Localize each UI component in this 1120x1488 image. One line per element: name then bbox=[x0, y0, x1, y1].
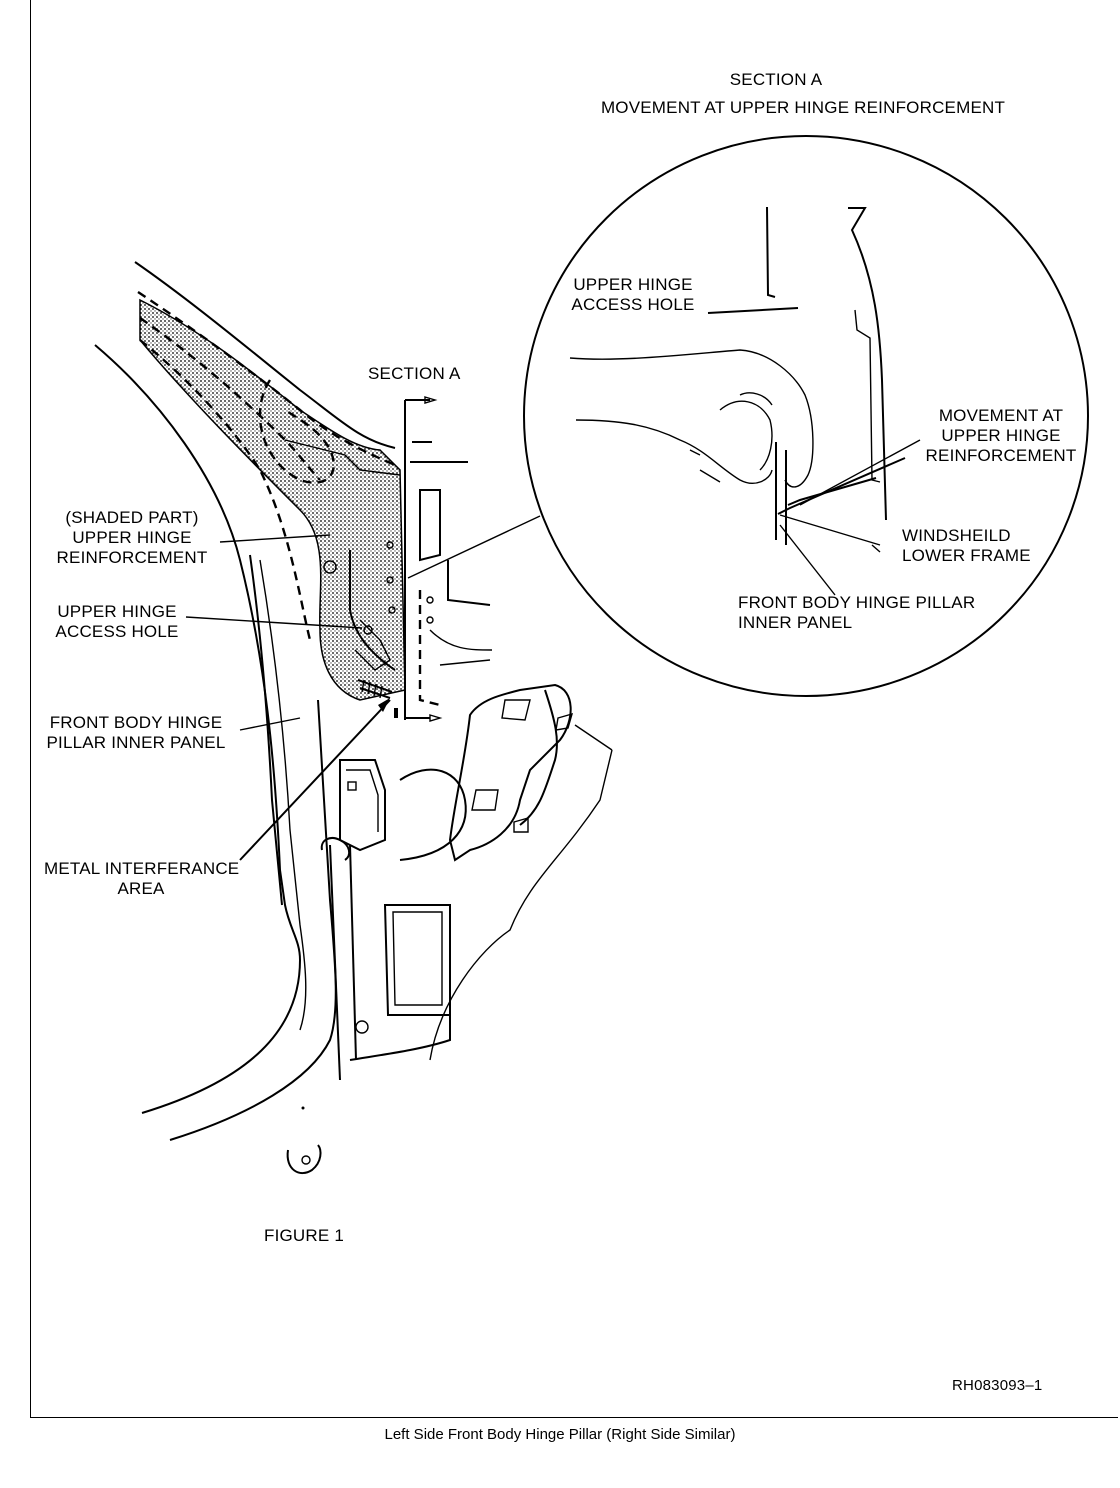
reference-code: RH083093–1 bbox=[952, 1377, 1043, 1394]
section-a-marker-label: SECTION A bbox=[368, 364, 461, 383]
figure-frame bbox=[30, 0, 1118, 1418]
section-a-detail-circle bbox=[523, 135, 1089, 697]
figure-label: FIGURE 1 bbox=[264, 1226, 345, 1245]
shaded-part-label: (SHADED PART) UPPER HINGE REINFORCEMENT bbox=[56, 508, 208, 567]
section-a-title: SECTION A bbox=[729, 70, 823, 89]
figure-caption: Left Side Front Body Hinge Pillar (Right… bbox=[384, 1426, 736, 1443]
access-hole-label: UPPER HINGE ACCESS HOLE bbox=[55, 602, 179, 641]
detail-movement-label: MOVEMENT AT UPPER HINGE REINFORCEMENT bbox=[925, 406, 1077, 465]
metal-interference-label: METAL INTERFERANCE AREA bbox=[44, 859, 240, 898]
detail-access-hole-label: UPPER HINGE ACCESS HOLE bbox=[571, 275, 695, 314]
section-a-subtitle: MOVEMENT AT UPPER HINGE REINFORCEMENT bbox=[600, 98, 1006, 117]
detail-pillar-panel-label: FRONT BODY HINGE PILLAR INNER PANEL bbox=[738, 593, 976, 632]
pillar-inner-panel-label: FRONT BODY HINGE PILLAR INNER PANEL bbox=[46, 713, 226, 752]
detail-windshield-label: WINDSHEILD LOWER FRAME bbox=[902, 526, 1031, 565]
